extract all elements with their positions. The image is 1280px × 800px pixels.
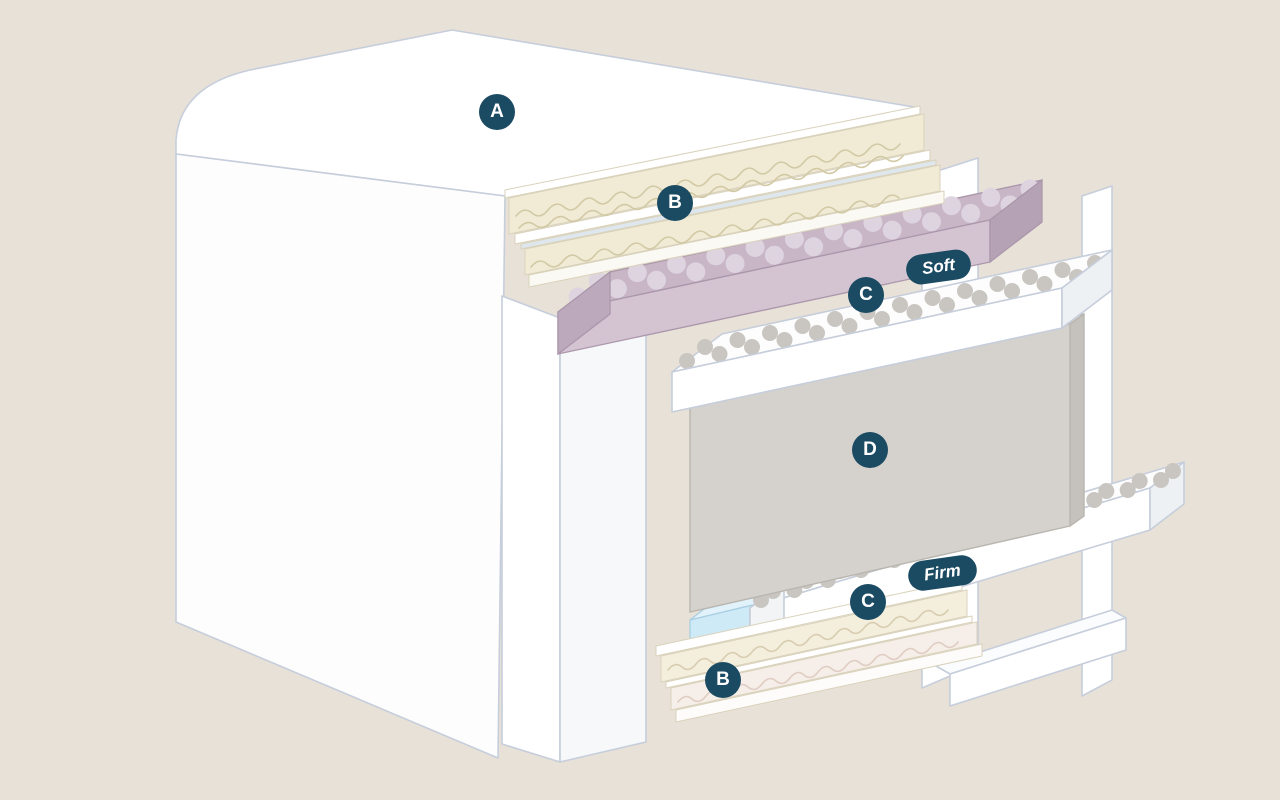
label-a-badge: A	[479, 94, 515, 130]
base-slab-right-cap	[1061, 249, 1113, 329]
soft-layer-right-cap	[989, 178, 1043, 264]
frame-left-post-side	[559, 297, 647, 763]
base-slab	[671, 249, 1113, 413]
soft-layer-left-cap	[557, 270, 611, 356]
core-side-face	[1069, 312, 1085, 528]
top-quilt-wave1	[515, 143, 901, 217]
top-band-white1	[504, 105, 921, 199]
soft-layer	[557, 178, 1043, 356]
base-slab-holes-row2	[697, 255, 1103, 355]
frame-left-post-front	[501, 295, 561, 763]
cover-top-face	[175, 29, 921, 197]
label-d-badge: D	[852, 432, 888, 468]
bottom-band-white2	[665, 615, 973, 689]
label-c-soft-badge: C	[848, 277, 884, 313]
bottom-band-quilt2	[670, 621, 978, 711]
cover-layer	[175, 29, 921, 759]
top-band-white3	[528, 190, 945, 288]
bottom-band-white3	[675, 643, 983, 723]
top-quilt-wave3	[530, 194, 900, 268]
top-band-blue-line	[520, 159, 937, 250]
label-b-top-badge: B	[657, 185, 693, 221]
frame-rail-front	[949, 617, 1127, 707]
top-quilt-wave2	[518, 155, 904, 229]
frame-left	[501, 295, 647, 763]
label-b-bottom-badge: B	[705, 662, 741, 698]
base-slab-holes-row1	[679, 269, 1085, 369]
comfort-top-stack	[504, 105, 945, 288]
cover-front-face	[175, 153, 506, 759]
label-c-firm-badge: C	[850, 584, 886, 620]
